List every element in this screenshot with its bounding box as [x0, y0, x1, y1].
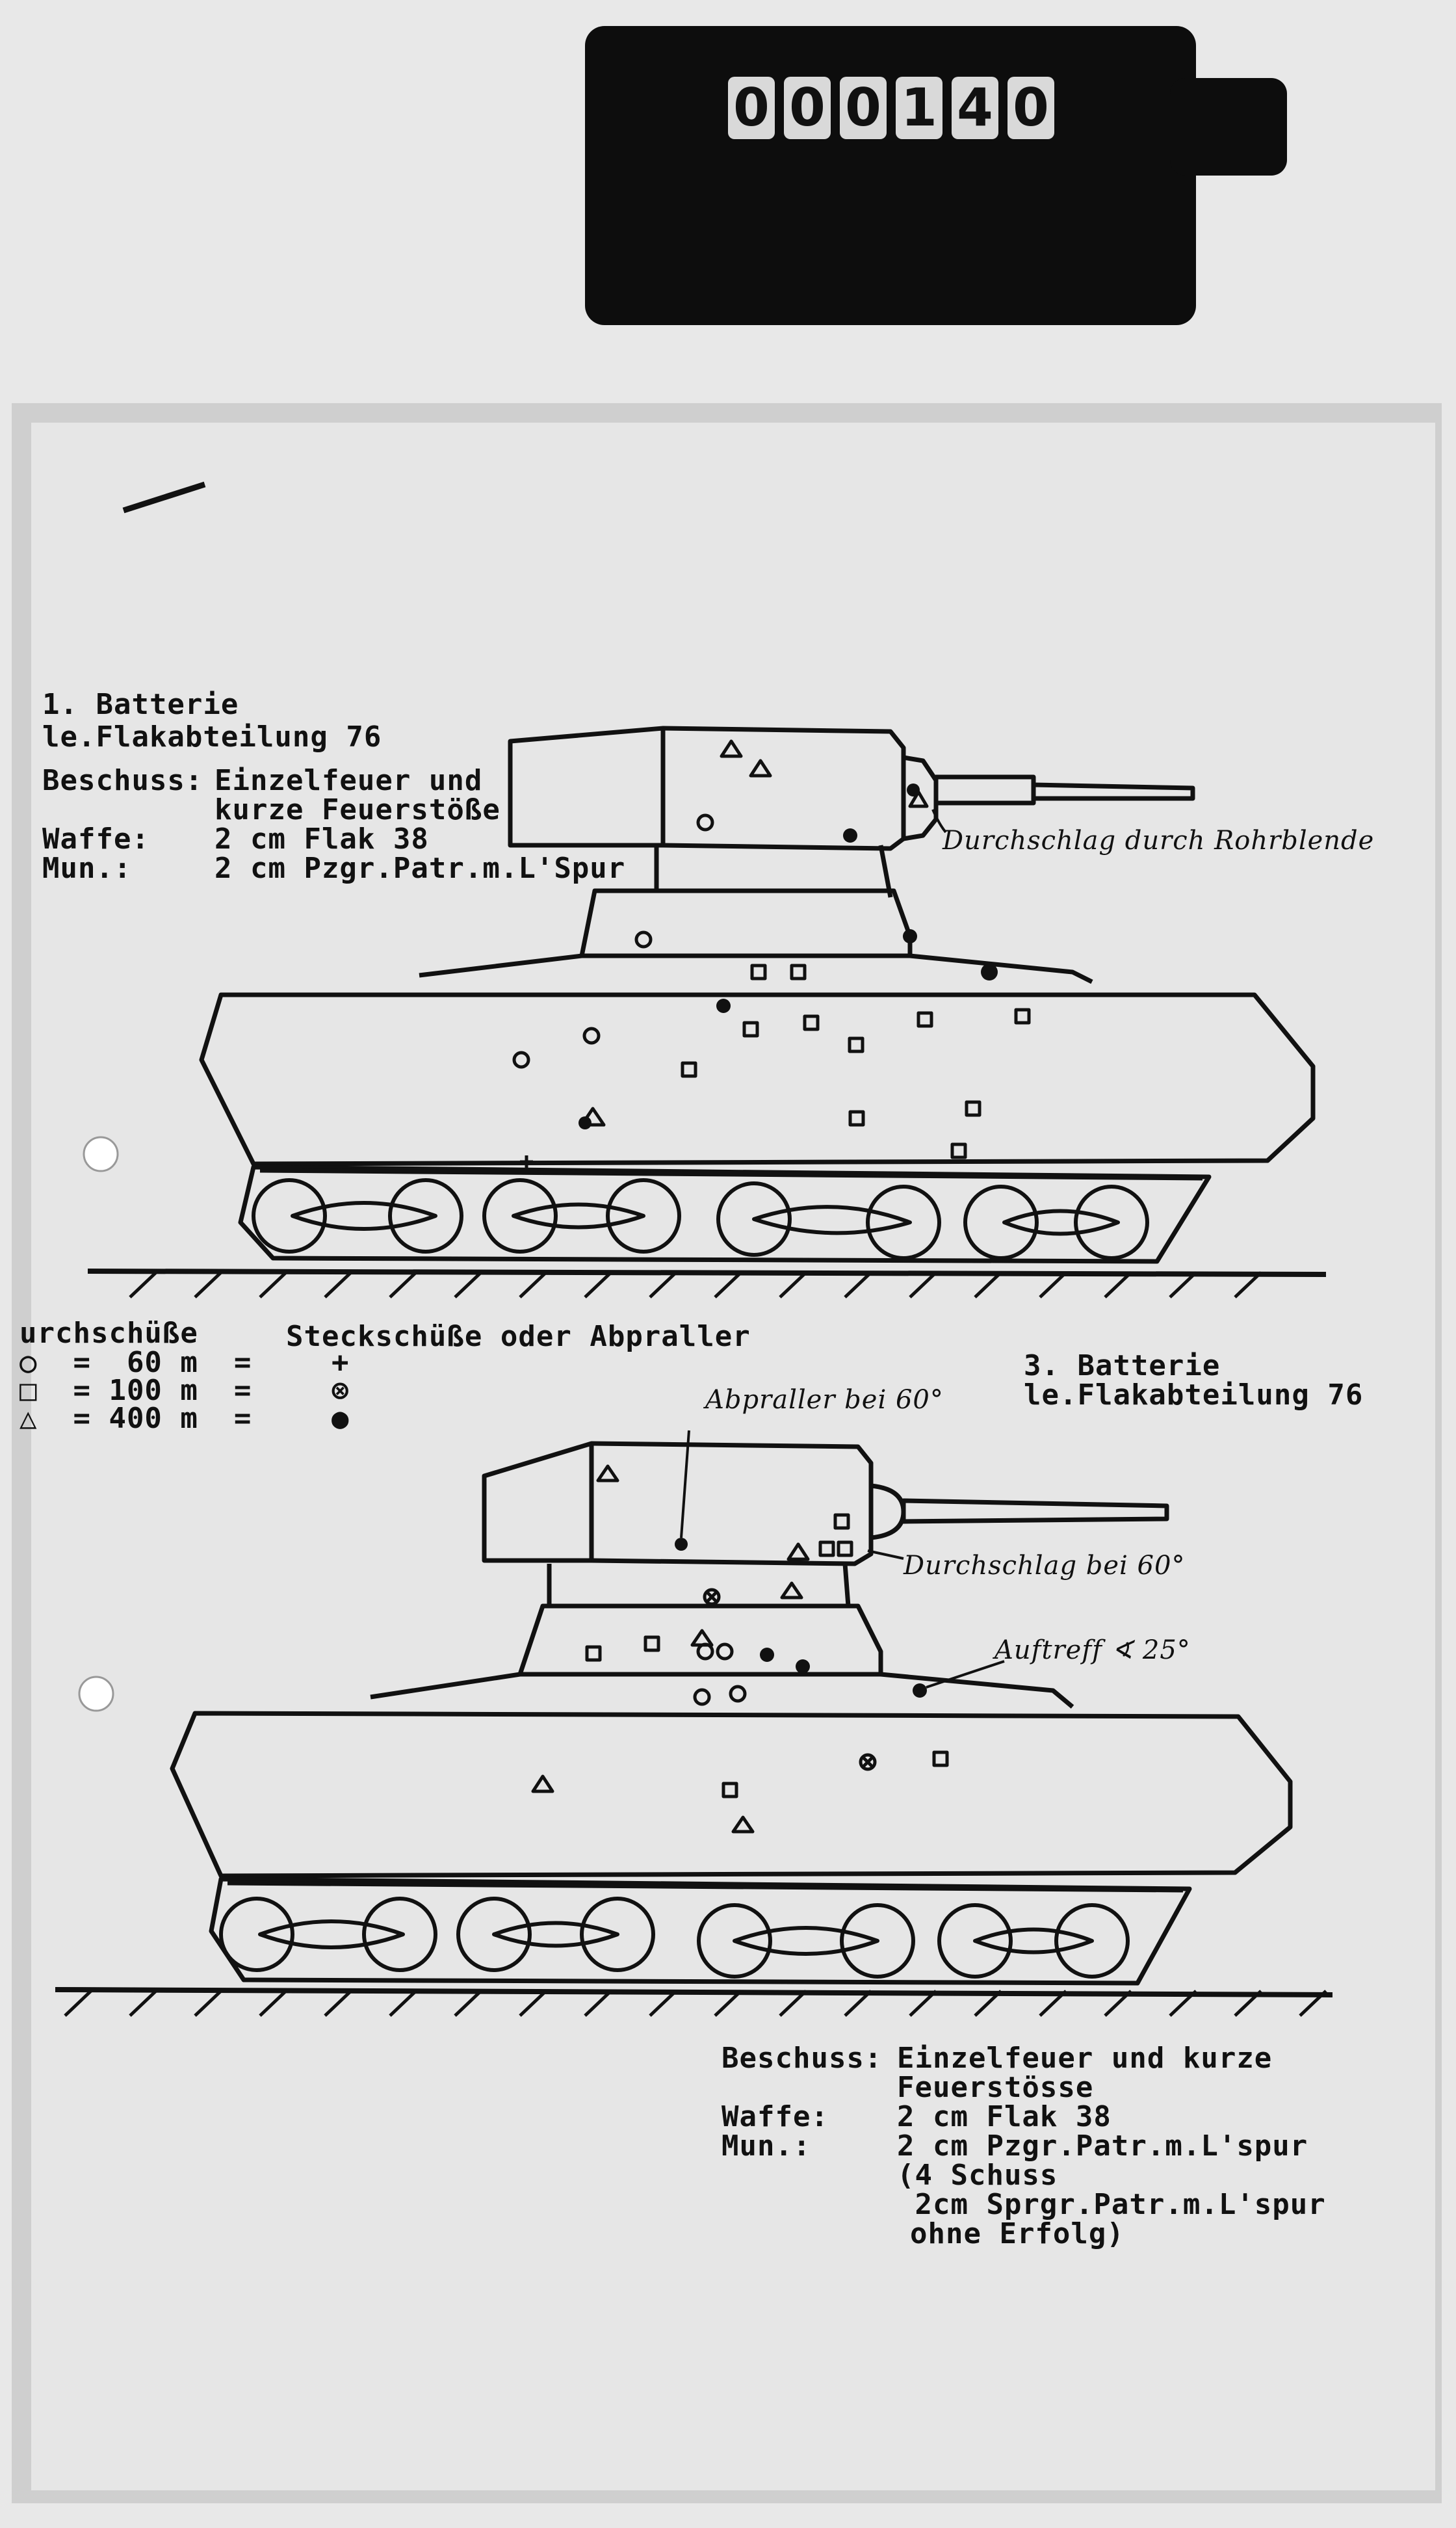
lower-row-value: Einzelfeuer und kurze: [897, 2042, 1273, 2075]
lower-unit-line1: 3. Batterie: [1024, 1349, 1221, 1382]
lower-annotation: Auftreff ∢ 25°: [994, 1635, 1191, 1665]
lower-annotation: Abpraller bei 60°: [705, 1385, 944, 1415]
counter-digit: 0: [784, 77, 831, 139]
legend-symbol-crossed-circle: ⊗: [332, 1374, 350, 1407]
lower-unit-line2: le.Flakabteilung 76: [1024, 1378, 1364, 1412]
legend-left-heading: urchschüße: [20, 1317, 198, 1350]
frame-counter: 0 0 0 1 4 0: [728, 77, 1054, 139]
counter-digit: 1: [896, 77, 942, 139]
lower-row-value: 2 cm Pzgr.Patr.m.L'spur: [897, 2129, 1308, 2163]
upper-unit-line1: 1. Batterie: [42, 688, 239, 721]
upper-annotation: Durchschlag durch Rohrblende: [942, 826, 1375, 856]
lower-row-value: Feuerstösse: [897, 2071, 1094, 2104]
upper-row-value: 2 cm Pzgr.Patr.m.L'Spur: [214, 852, 626, 885]
lower-row-label: Waffe:: [722, 2100, 829, 2133]
document-sheet: [31, 423, 1435, 2490]
upper-row-value: 2 cm Flak 38: [214, 823, 429, 856]
counter-digit: 0: [1008, 77, 1054, 139]
legend-symbol-plus: +: [332, 1346, 350, 1379]
upper-row-label: Waffe:: [42, 823, 150, 856]
legend-left-row: ○ = 60 m =: [20, 1346, 252, 1379]
counter-digit: 0: [840, 77, 887, 139]
legend-left-row: △ = 400 m =: [20, 1402, 252, 1435]
lower-tank-drawing: [55, 1430, 1333, 2017]
counter-digit: 0: [728, 77, 775, 139]
upper-unit-line2: le.Flakabteilung 76: [42, 720, 382, 754]
lower-row-value: 2cm Sprgr.Patr.m.L'spur: [897, 2188, 1326, 2221]
upper-row-label: Mun.:: [42, 852, 132, 885]
legend-right-heading: Steckschüße oder Abpraller: [286, 1320, 751, 1353]
lower-annotation: Durchschlag bei 60°: [904, 1551, 1186, 1581]
upper-row-value: Einzelfeuer und: [214, 764, 483, 797]
lower-row-label: Mun.:: [722, 2129, 811, 2163]
lower-row-label: Beschuss:: [722, 2042, 883, 2075]
lower-row-value: (4 Schuss: [897, 2159, 1058, 2192]
legend-left-row: □ = 100 m =: [20, 1374, 252, 1407]
upper-tank-drawing: [87, 726, 1327, 1298]
counter-digit: 4: [952, 77, 998, 139]
upper-row-label: Beschuss:: [42, 764, 203, 797]
legend-symbol-dot: ●: [332, 1402, 350, 1435]
frame-counter-knob: [1170, 78, 1287, 176]
lower-row-value: ohne Erfolg): [910, 2217, 1124, 2250]
lower-row-value: 2 cm Flak 38: [897, 2100, 1112, 2133]
frame-counter-housing: [585, 26, 1196, 325]
upper-row-value: kurze Feuerstöße: [214, 793, 500, 826]
